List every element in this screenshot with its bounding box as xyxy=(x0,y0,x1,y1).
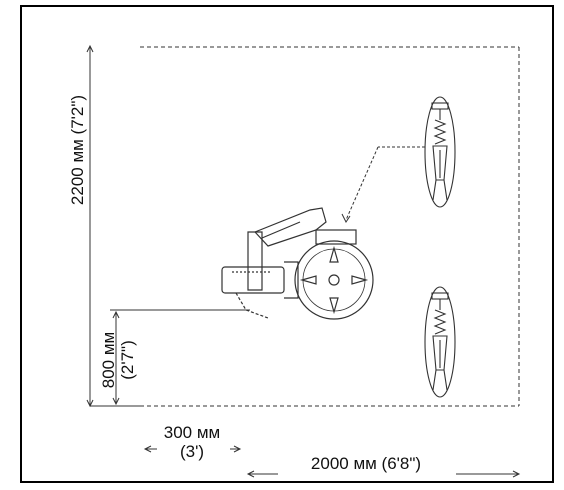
anchor-bolt-icon xyxy=(424,286,456,398)
height-dimension-label: 2200 мм (7'2") xyxy=(68,94,87,206)
side-dimension-mm: 300 мм xyxy=(163,423,221,442)
side-dimension-label: 300 мм (3') xyxy=(164,423,220,461)
offset-dimension-mm: 800 мм xyxy=(99,331,118,389)
offset-dimension-line xyxy=(110,309,250,406)
installation-area-outline xyxy=(140,46,520,407)
offset-dimension-label: 800 мм (2'7") xyxy=(99,332,137,388)
leader-line xyxy=(341,146,425,223)
side-dimension-ft: (3') xyxy=(179,442,205,461)
offset-dimension-ft: (2'7") xyxy=(118,340,137,380)
rotor-icon xyxy=(294,240,374,320)
lift-machine-icon xyxy=(221,207,357,319)
anchor-bolt-icon xyxy=(424,96,456,208)
diagram-frame xyxy=(20,5,554,483)
height-dimension-line xyxy=(86,44,140,408)
bottom-dimension-lines xyxy=(143,445,521,478)
width-dimension-label: 2000 мм (6'8") xyxy=(310,454,422,473)
